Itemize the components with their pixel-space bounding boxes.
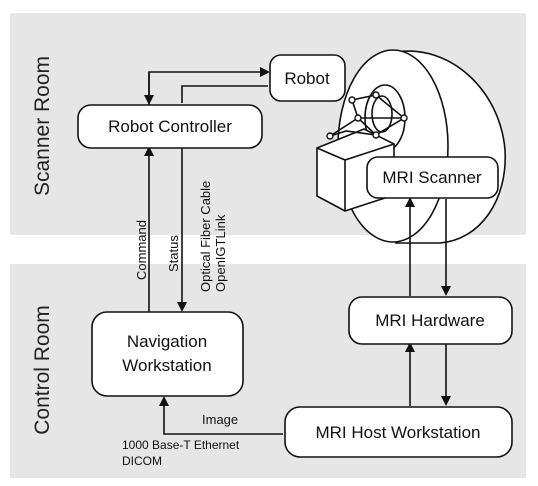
ethernet-label: 1000 Base-T Ethernet [122,438,240,452]
scanner-room-label: Scanner Room [31,56,54,196]
mri-host-workstation-box: MRI Host Workstation [284,406,513,458]
mri-hardware-label: MRI Hardware [375,311,485,330]
control-room-label: Control Room [31,305,54,435]
navigation-label-line1: Navigation [127,332,207,351]
navigation-label-line2: Workstation [122,356,211,375]
robot-controller-label: Robot Controller [108,117,232,136]
navigation-workstation-box: Navigation Workstation [91,311,244,397]
robot-label: Robot [284,69,330,88]
openigtlink-label: OpenIGTLink [213,214,228,292]
image-label: Image [202,412,238,427]
status-label: Status [166,235,181,272]
mri-hardware-box: MRI Hardware [348,296,513,345]
image-arrow [159,396,283,435]
robot-to-controller-line [181,85,268,103]
mri-host-workstation-label: MRI Host Workstation [315,423,480,442]
command-label: Command [134,220,149,280]
robot-controller-box: Robot Controller [77,104,263,149]
robot-box: Robot [269,54,346,102]
mri-scanner-box: MRI Scanner [366,156,499,199]
dicom-label: DICOM [122,454,162,468]
fiber-cable-label: Optical Fiber Cable [198,181,213,292]
mri-scanner-label: MRI Scanner [382,168,482,187]
